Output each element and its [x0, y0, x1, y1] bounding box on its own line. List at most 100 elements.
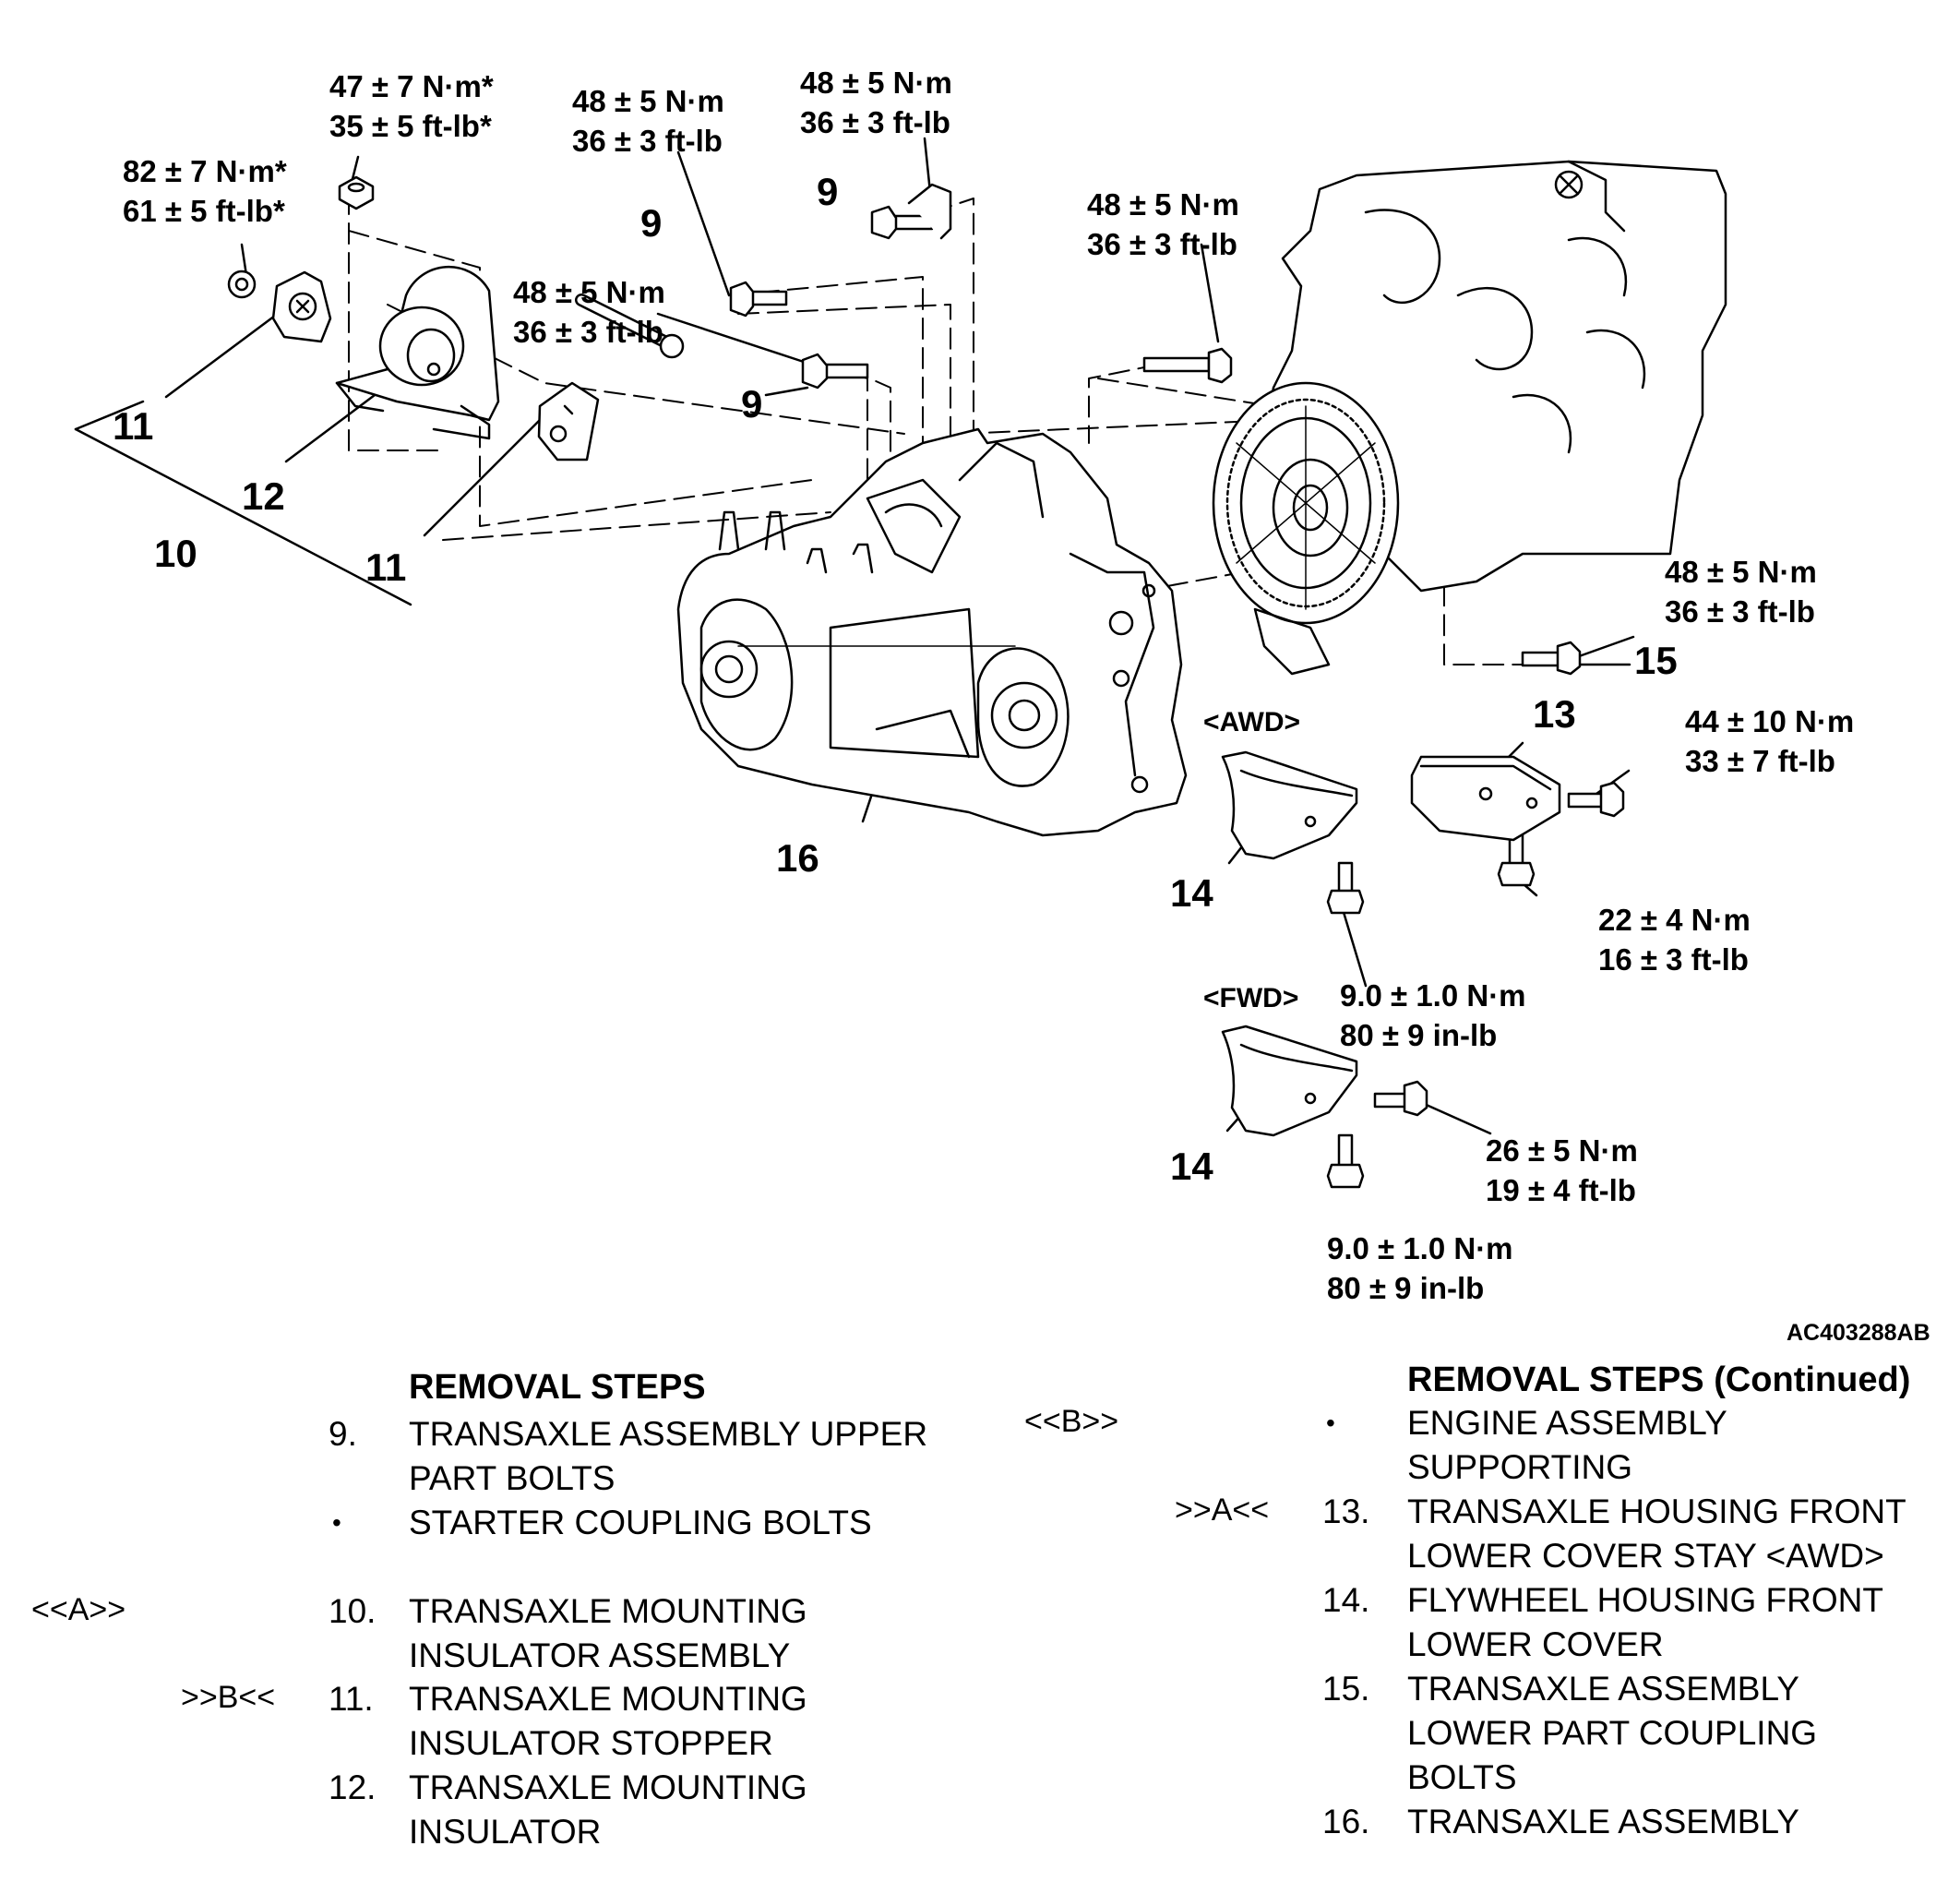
torque-spec-48-bolt15: 48 ± 5 N·m 36 ± 3 ft-lb: [1665, 552, 1817, 631]
torque-inlb: 80 ± 9 in-lb: [1340, 1018, 1498, 1052]
torque-nm: 48 ± 5 N·m: [1665, 555, 1817, 589]
lower-cover-14-awd: [1221, 750, 1358, 860]
mounting-insulator: [335, 265, 500, 440]
step-text-line: INSULATOR STOPPER: [409, 1724, 773, 1762]
callout-13: 13: [1533, 692, 1576, 736]
torque-nm: 22 ± 4 N·m: [1598, 903, 1751, 937]
torque-spec-48-bolt9-left: 48 ± 5 N·m 36 ± 3 ft-lb: [572, 81, 724, 161]
step-14: 14. FLYWHEEL HOUSING FRONT LOWER COVER: [1322, 1578, 1959, 1667]
step-text-line: LOWER PART COUPLING: [1407, 1714, 1818, 1752]
insulator-stopper-right: [537, 381, 600, 462]
figure-id: AC403288AB: [1787, 1320, 1930, 1346]
step-text-line: TRANSAXLE ASSEMBLY: [1407, 1670, 1799, 1708]
torque-ftlb: 36 ± 3 ft-lb: [1665, 594, 1815, 629]
transaxle-assembly: [676, 427, 1188, 837]
bolt-9nm-awd: [1326, 861, 1365, 915]
variant-label-fwd: <FWD>: [1203, 983, 1299, 1013]
step-9: 9. TRANSAXLE ASSEMBLY UPPER PART BOLTS: [329, 1412, 993, 1501]
step-text-line: PART BOLTS: [409, 1459, 615, 1497]
bolt-22: [1497, 833, 1536, 887]
torque-ftlb: 36 ± 3 ft-lb: [1087, 227, 1237, 261]
torque-ftlb: 36 ± 3 ft-lb: [572, 124, 723, 158]
step-13: 13. TRANSAXLE HOUSING FRONT LOWER COVER …: [1322, 1490, 1959, 1578]
torque-inlb: 80 ± 9 in-lb: [1327, 1271, 1485, 1305]
bolt-44: [1567, 781, 1625, 818]
callout-11-left: 11: [113, 404, 154, 448]
step-text-line: INSULATOR ASSEMBLY: [409, 1636, 791, 1674]
torque-nm: 9.0 ± 1.0 N·m: [1327, 1231, 1513, 1265]
exploded-view-illustration: [74, 137, 1727, 1189]
removal-steps-heading: REMOVAL STEPS: [409, 1368, 706, 1407]
bolt-9nm-fwd: [1326, 1133, 1365, 1189]
step-number: 12.: [329, 1768, 376, 1806]
stopper-bolt: [575, 294, 685, 359]
callout-14-awd: 14: [1170, 871, 1213, 915]
step-number: 11.: [329, 1680, 374, 1718]
step-number: 13.: [1322, 1492, 1370, 1530]
bolt-9-left: [729, 281, 788, 318]
torque-nm: 48 ± 5 N·m: [513, 275, 665, 309]
callout-12: 12: [242, 474, 285, 518]
insulator-stopper-left: [271, 270, 332, 343]
callout-9-left: 9: [640, 201, 663, 245]
torque-spec-22: 22 ± 4 N·m 16 ± 3 ft-lb: [1598, 900, 1751, 979]
procedure-ref-step-11: >>B<<: [181, 1680, 276, 1715]
callout-9-middle: 9: [741, 382, 763, 426]
torque-spec-26: 26 ± 5 N·m 19 ± 4 ft-lb: [1486, 1131, 1638, 1210]
bolt-engine-top: [1142, 347, 1233, 384]
nut-47: [338, 175, 375, 210]
step-text-line: TRANSAXLE MOUNTING: [409, 1768, 807, 1806]
procedure-ref-engine-supporting: <<B>>: [1024, 1404, 1119, 1439]
step-bullet: •: [1326, 1409, 1335, 1437]
step-text-line: TRANSAXLE ASSEMBLY: [1407, 1803, 1799, 1840]
step-bullet: •: [332, 1508, 341, 1537]
procedure-ref-step-10: <<A>>: [31, 1592, 126, 1627]
torque-nm: 26 ± 5 N·m: [1486, 1133, 1638, 1168]
torque-nm: 48 ± 5 N·m: [572, 84, 724, 118]
step-number: 14.: [1322, 1581, 1370, 1619]
torque-nm: 44 ± 10 N·m: [1685, 704, 1855, 738]
step-text-line: BOLTS: [1407, 1758, 1517, 1796]
procedure-ref-step-13: >>A<<: [1175, 1492, 1270, 1528]
step-text-line: SUPPORTING: [1407, 1448, 1632, 1486]
torque-ftlb: 36 ± 3 ft-lb: [513, 315, 663, 349]
torque-spec-9nm-fwd: 9.0 ± 1.0 N·m 80 ± 9 in-lb: [1327, 1229, 1513, 1308]
step-16: 16. TRANSAXLE ASSEMBLY: [1322, 1800, 1959, 1844]
step-text-line: ENGINE ASSEMBLY: [1407, 1404, 1727, 1442]
step-text-line: TRANSAXLE HOUSING FRONT: [1407, 1492, 1906, 1530]
torque-spec-9nm-awd: 9.0 ± 1.0 N·m 80 ± 9 in-lb: [1340, 976, 1526, 1055]
torque-nm: 47 ± 7 N·m*: [329, 69, 494, 103]
torque-ftlb: 61 ± 5 ft-lb*: [123, 194, 285, 228]
torque-ftlb: 33 ± 7 ft-lb: [1685, 744, 1835, 778]
callout-10: 10: [154, 532, 197, 575]
step-number: 9.: [329, 1415, 357, 1453]
step-text-line: FLYWHEEL HOUSING FRONT: [1407, 1581, 1883, 1619]
variant-label-awd: <AWD>: [1203, 707, 1301, 737]
insulator-assembly-bracket: [74, 400, 412, 606]
step-text-line: TRANSAXLE MOUNTING: [409, 1592, 807, 1630]
clutch-flywheel: [1212, 381, 1400, 676]
torque-ftlb: 36 ± 3 ft-lb: [800, 105, 950, 139]
callout-9-top: 9: [817, 170, 839, 213]
callout-11-right: 11: [365, 545, 407, 589]
step-12: 12. TRANSAXLE MOUNTING INSULATOR: [329, 1766, 993, 1854]
bolt-9-top: [870, 183, 952, 240]
callout-14-fwd: 14: [1170, 1145, 1213, 1188]
torque-spec-47: 47 ± 7 N·m* 35 ± 5 ft-lb*: [329, 66, 494, 146]
torque-ftlb: 19 ± 4 ft-lb: [1486, 1173, 1636, 1207]
torque-ftlb: 35 ± 5 ft-lb*: [329, 109, 492, 143]
step-text-line: TRANSAXLE MOUNTING: [409, 1680, 807, 1718]
step-number: 15.: [1322, 1670, 1370, 1708]
bolt-9-middle: [801, 353, 869, 390]
step-text-line: STARTER COUPLING BOLTS: [409, 1504, 872, 1541]
lower-cover-14-fwd: [1221, 1025, 1358, 1137]
torque-nm: 48 ± 5 N·m: [800, 66, 952, 100]
step-number: 16.: [1322, 1803, 1370, 1840]
step-15: 15. TRANSAXLE ASSEMBLY LOWER PART COUPLI…: [1322, 1667, 1959, 1800]
removal-steps-heading-continued: REMOVAL STEPS (Continued): [1407, 1361, 1911, 1399]
step-starter-coupling-bolts: • STARTER COUPLING BOLTS: [329, 1501, 993, 1545]
step-text-line: LOWER COVER: [1407, 1625, 1664, 1663]
torque-spec-48-bolt9-top: 48 ± 5 N·m 36 ± 3 ft-lb: [800, 63, 952, 142]
torque-spec-44: 44 ± 10 N·m 33 ± 7 ft-lb: [1685, 701, 1854, 781]
torque-spec-48-engine-bolt: 48 ± 5 N·m 36 ± 3 ft-lb: [1087, 185, 1239, 264]
